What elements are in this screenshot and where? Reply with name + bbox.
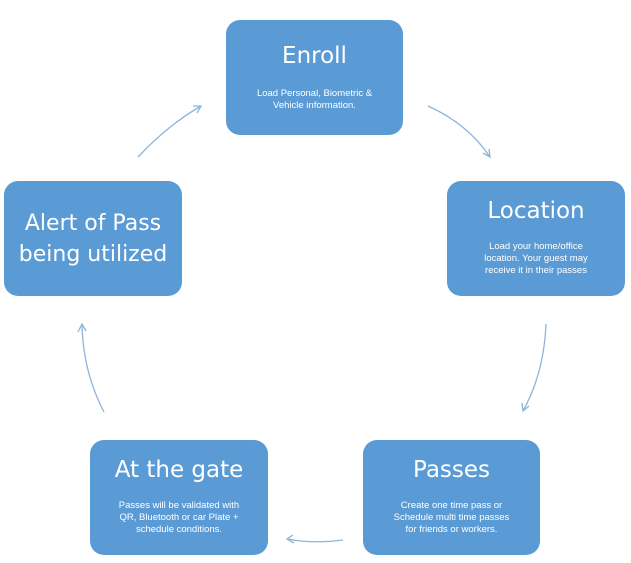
enroll-node: Enroll Load Personal, Biometric & Vehicl… xyxy=(226,20,403,135)
passes-title: Passes xyxy=(412,457,491,483)
location-node: Location Load your home/office location.… xyxy=(447,181,625,296)
arrow-passes-to-gate xyxy=(285,534,344,544)
gate-description: Passes will be validated with QR, Blueto… xyxy=(118,500,240,535)
passes-description: Create one time pass or Schedule multi t… xyxy=(393,500,510,535)
passes-node: Passes Create one time pass or Schedule … xyxy=(363,440,540,555)
arrow-enroll-to-location xyxy=(427,105,491,159)
location-title: Location xyxy=(487,198,585,224)
alert-title: Alert of Pass being utilized xyxy=(18,210,168,267)
enroll-description: Load Personal, Biometric & Vehicle infor… xyxy=(256,88,373,111)
gate-title: At the gate xyxy=(114,457,244,483)
gate-node: At the gate Passes will be validated wit… xyxy=(90,440,268,555)
location-description: Load your home/office location. Your gue… xyxy=(484,241,588,276)
arrow-location-to-passes xyxy=(521,323,547,413)
arrow-alert-to-enroll xyxy=(137,105,203,158)
enroll-title: Enroll xyxy=(282,43,347,69)
arrow-gate-to-alert xyxy=(77,322,105,413)
alert-node: Alert of Pass being utilized xyxy=(4,181,182,296)
